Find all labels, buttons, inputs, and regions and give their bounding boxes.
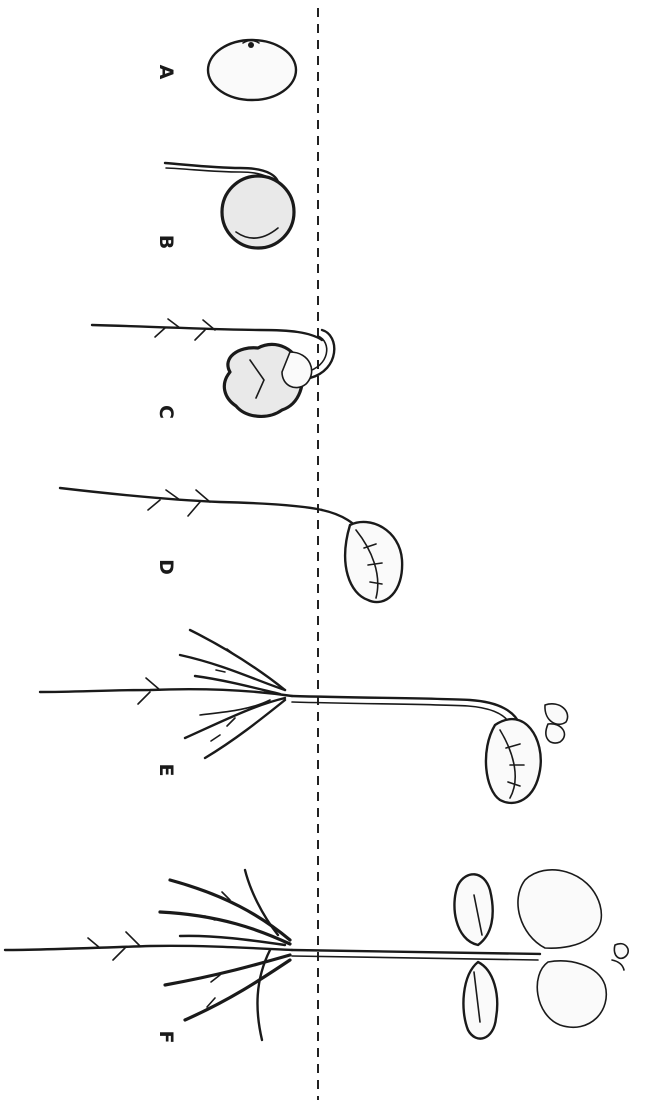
stage-label-e: E xyxy=(155,764,177,777)
stage-f-lateral-root-3 xyxy=(165,955,290,985)
stage-e-hypocotyl xyxy=(292,696,520,725)
stage-a-hilum-dot xyxy=(248,42,254,48)
stage-e-primary-root xyxy=(40,689,292,696)
stage-d-primary-root xyxy=(60,488,322,510)
stage-f-seedling xyxy=(5,870,628,1040)
stage-f-cotyledon-upper xyxy=(454,874,492,945)
stage-f-lateral-root-5 xyxy=(180,936,285,945)
stage-c-hypocotyl-hook xyxy=(310,330,334,378)
stage-e-root-hairs xyxy=(211,649,235,741)
stage-f-true-leaf-lower xyxy=(537,961,606,1027)
stage-f-true-leaf-upper xyxy=(518,870,601,948)
stage-label-d: D xyxy=(155,559,177,575)
stage-e-lateral-root-8 xyxy=(138,692,150,704)
stage-f-lateral-root-1 xyxy=(170,880,290,940)
stage-f-terminal-bud-2 xyxy=(612,960,624,970)
stage-d-lateral-root-2 xyxy=(188,502,200,516)
stage-f-stem xyxy=(292,950,540,954)
stage-f-primary-root xyxy=(5,946,292,950)
stage-c-seedling xyxy=(92,319,334,416)
stage-e-hypocotyl-edge xyxy=(292,702,512,728)
stage-d-seedling xyxy=(60,488,402,602)
stage-c-lateral-root-2 xyxy=(195,330,205,340)
stage-label-b: B xyxy=(155,235,177,249)
stage-label-f: F xyxy=(155,1031,177,1044)
stage-e-lateral-root-1 xyxy=(190,630,285,690)
stage-e-lateral-root-2 xyxy=(180,655,285,690)
stage-c-lateral-root-4 xyxy=(155,328,165,337)
stage-d-lateral-root-4 xyxy=(148,500,160,510)
stage-e-seedling xyxy=(40,630,568,803)
stage-label-c: C xyxy=(155,405,177,419)
stage-f-terminal-bud xyxy=(614,944,628,959)
stage-a-seed xyxy=(208,40,296,100)
stage-b-seed xyxy=(165,163,294,248)
stage-c-primary-root xyxy=(92,325,322,340)
stage-label-a: A xyxy=(155,65,177,80)
stage-e-plumule-leaf-1 xyxy=(545,704,568,724)
stage-f-root-hairs xyxy=(205,892,230,1007)
stage-a-seed-body xyxy=(208,40,296,100)
stage-e-plumule-leaf-2 xyxy=(546,724,565,743)
stage-e-lateral-root-6 xyxy=(200,700,270,715)
stage-f-stem-edge xyxy=(292,956,538,960)
stage-e-lateral-root-7 xyxy=(146,678,160,690)
stage-f-lateral-root-2 xyxy=(160,912,290,944)
stage-f-cotyledon-lower xyxy=(463,962,497,1039)
